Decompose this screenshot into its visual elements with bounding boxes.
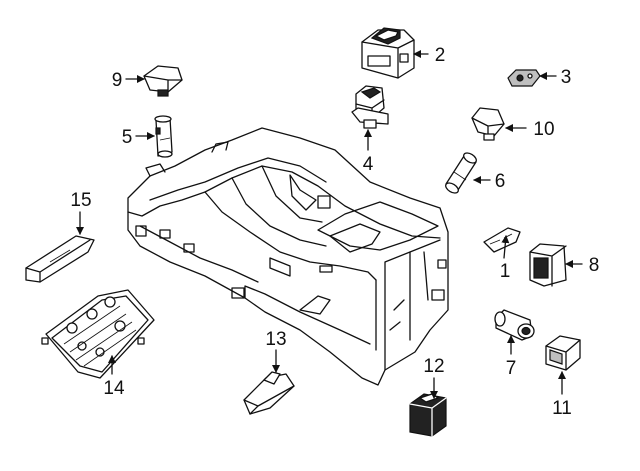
part-3-bracket [507, 69, 541, 87]
part-4-outlet [351, 85, 389, 129]
part-12-block [409, 393, 447, 437]
part-6-tube [445, 152, 477, 194]
part-11-cap [545, 335, 581, 371]
part-15-trim [25, 235, 95, 283]
callout-9: 9 [112, 70, 123, 91]
callout-14: 14 [103, 378, 125, 399]
callout-10: 10 [533, 119, 554, 140]
callout-3: 3 [561, 67, 572, 88]
callout-4: 4 [363, 154, 374, 175]
part-13-bracket [243, 371, 295, 415]
callout-2: 2 [435, 45, 446, 66]
part-7-connector [494, 309, 535, 341]
leader-arrows [76, 50, 583, 399]
callout-12: 12 [423, 356, 444, 377]
callout-1: 1 [500, 261, 511, 282]
part-2-switch-module [361, 27, 415, 79]
part-10-cover [471, 107, 505, 141]
callout-8: 8 [589, 255, 600, 276]
callout-11: 11 [552, 398, 572, 419]
callout-13: 13 [265, 329, 286, 350]
part-8-switch [529, 243, 567, 287]
callout-6: 6 [495, 171, 506, 192]
callout-15: 15 [70, 190, 91, 211]
callout-5: 5 [122, 127, 133, 148]
part-14-control-panel [41, 289, 155, 379]
console-housing [127, 127, 449, 386]
callout-7: 7 [506, 358, 517, 379]
part-1-clip [483, 227, 521, 253]
part-9-cap [143, 65, 183, 97]
part-5-socket [154, 115, 173, 158]
